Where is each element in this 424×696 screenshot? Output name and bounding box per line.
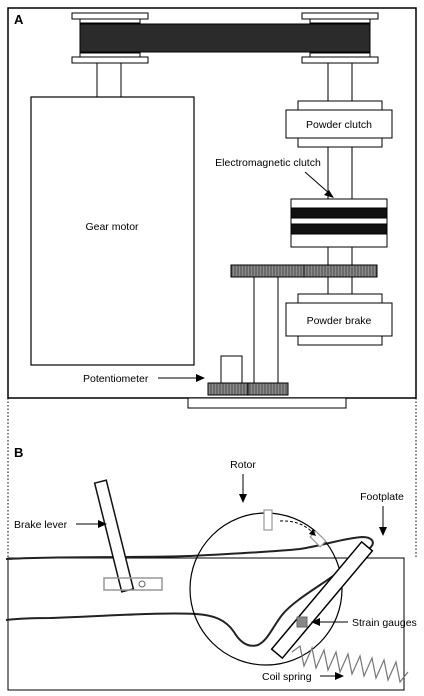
brake-lever-label: Brake lever <box>14 519 68 531</box>
coil-spring-label: Coil spring <box>262 671 312 683</box>
right-pulley <box>301 12 379 64</box>
lower-gear-right <box>247 382 289 396</box>
footplate-label: Footplate <box>360 491 404 503</box>
right-shaft-brake <box>327 276 353 295</box>
right-shaft-upper <box>327 62 353 102</box>
left-pulley <box>71 12 149 64</box>
panel-a-letter: A <box>14 12 24 27</box>
powder-clutch <box>285 100 393 148</box>
electromagnetic-clutch <box>290 198 388 248</box>
leg-outline <box>5 535 374 647</box>
footplate <box>270 540 374 660</box>
gear-motor-label: Gear motor <box>85 221 139 233</box>
strain-gauges-arrow <box>311 618 348 626</box>
panel-b-frame <box>7 557 405 691</box>
idler-shaft <box>253 276 279 384</box>
right-shaft-mid <box>327 146 353 200</box>
motor-shaft <box>96 62 122 98</box>
lower-gear-left <box>207 382 249 396</box>
rotor-marker-top <box>263 509 273 531</box>
coil-spring <box>291 644 409 684</box>
drive-belt <box>79 23 371 53</box>
electromagnetic-clutch-arrow <box>304 171 334 198</box>
brake-lever-arrow <box>76 520 107 528</box>
electromagnetic-clutch-label: Electromagnetic clutch <box>215 157 321 169</box>
right-shaft-lower <box>327 246 353 266</box>
potentiometer-arrow <box>158 374 205 382</box>
strain-gauge <box>296 616 308 628</box>
footplate-arrow <box>379 506 387 536</box>
coil-spring-arrow <box>320 672 344 680</box>
potentiometer-label: Potentiometer <box>83 373 149 385</box>
upper-gear-right <box>303 264 378 278</box>
rotor-arrow <box>239 474 247 503</box>
brake-lever <box>93 479 163 593</box>
rotor-rotation-arc <box>279 520 313 533</box>
powder-brake <box>285 293 393 346</box>
strain-gauges-label: Strain gauges <box>352 617 417 629</box>
rotor-rotation-arrowhead <box>309 529 316 536</box>
upper-gear-left <box>230 264 305 278</box>
gear-motor <box>30 96 195 366</box>
panel-b-letter: B <box>14 445 23 460</box>
base-plate <box>187 397 347 409</box>
powder-clutch-label: Powder clutch <box>306 119 372 131</box>
powder-brake-label: Powder brake <box>307 315 372 327</box>
rotor-label: Rotor <box>230 459 256 471</box>
potentiometer-body <box>220 355 243 384</box>
